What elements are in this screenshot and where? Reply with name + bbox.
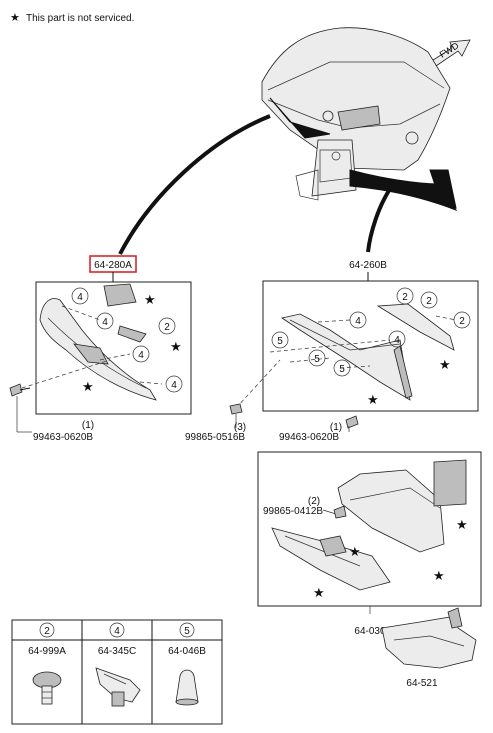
screw-glovebox-icon: [333, 505, 347, 519]
callout-2-left: 2: [158, 317, 176, 335]
clip-bracket-icon: [95, 667, 141, 707]
clip-screw-icon: [32, 671, 62, 705]
cushion-stopper-icon: [175, 669, 199, 706]
bolt-right-icon: [345, 415, 359, 429]
qty-bolt-left: (1): [82, 420, 94, 431]
legend-item-5: 5 64-046B: [168, 622, 206, 706]
part-code-64-030[interactable]: 64-030: [354, 626, 386, 637]
part-code-64-280A[interactable]: 64-280A: [94, 260, 132, 271]
star-icon: ★: [82, 379, 94, 394]
lower-panel-left-illustration: [39, 283, 157, 401]
dashboard-illustration: [261, 27, 458, 211]
svg-text:2: 2: [44, 626, 50, 637]
note-text: This part is not serviced.: [26, 13, 134, 24]
part-code-99865-0412B[interactable]: 99865-0412B: [263, 506, 323, 517]
callout-2-right-b: 2: [420, 291, 438, 309]
part-code-99463-0620B-left[interactable]: 99463-0620B: [33, 432, 93, 443]
svg-text:4: 4: [355, 316, 361, 327]
qty-bolt-right: (1): [330, 422, 342, 433]
svg-text:2: 2: [459, 316, 465, 327]
qty-screw-glovebox: (2): [308, 496, 320, 507]
callout-5-right-b: 5: [308, 349, 326, 367]
star-icon: ★: [144, 292, 156, 307]
assembly-box-glovebox: [257, 451, 482, 607]
svg-text:2: 2: [164, 322, 170, 333]
callout-4-left-a: 4: [71, 287, 89, 305]
bracket-illustration: [381, 607, 477, 669]
star-icon: ★: [10, 12, 20, 24]
star-icon: ★: [313, 585, 325, 600]
star-icon: ★: [433, 568, 445, 583]
part-code-64-521[interactable]: 64-521: [406, 678, 438, 689]
bolt-left-icon: [9, 383, 31, 397]
callout-4-right-a: 4: [349, 311, 367, 329]
svg-text:4: 4: [114, 626, 120, 637]
legend-item-4: 4 64-345C: [95, 622, 141, 707]
svg-text:5: 5: [339, 364, 345, 375]
qty-screw-right: (3): [234, 422, 246, 433]
part-code-99865-0516B[interactable]: 99865-0516B: [185, 432, 245, 443]
part-code-64-260B[interactable]: 64-260B: [349, 260, 387, 271]
star-icon: ★: [456, 517, 468, 532]
callout-4-left-d: 4: [165, 375, 183, 393]
callout-2-right-c: 2: [453, 311, 471, 329]
lower-panel-right-illustration: [280, 303, 455, 401]
svg-text:4: 4: [77, 292, 83, 303]
not-serviced-note: ★ This part is not serviced.: [10, 12, 134, 24]
svg-text:5: 5: [184, 626, 190, 637]
star-icon: ★: [170, 339, 182, 354]
leader-swoosh-left: [118, 114, 271, 255]
star-icon: ★: [367, 392, 379, 407]
legend-item-2: 2 64-999A: [28, 622, 66, 705]
callout-4-left-b: 4: [96, 312, 114, 330]
callout-2-right-a: 2: [396, 287, 414, 305]
svg-text:4: 4: [102, 317, 108, 328]
star-icon: ★: [439, 357, 451, 372]
callout-4-right-b: 4: [388, 330, 406, 348]
glovebox-illustration: [271, 459, 467, 591]
svg-text:4: 4: [394, 335, 400, 346]
callout-5-right-c: 5: [333, 359, 351, 377]
svg-text:4: 4: [138, 350, 144, 361]
callout-5-right-a: 5: [271, 331, 289, 349]
assembly-box-right: [262, 280, 479, 412]
fastener-legend-table: [11, 619, 223, 725]
legend-code-64-999A[interactable]: 64-999A: [28, 646, 66, 657]
part-code-99463-0620B-right[interactable]: 99463-0620B: [279, 432, 339, 443]
svg-text:2: 2: [426, 296, 432, 307]
legend-code-64-046B[interactable]: 64-046B: [168, 646, 206, 657]
screw-right-icon: [229, 403, 243, 415]
svg-text:5: 5: [314, 354, 320, 365]
svg-text:4: 4: [171, 380, 177, 391]
leader-swoosh-right: [366, 184, 394, 253]
svg-text:5: 5: [277, 336, 283, 347]
callout-4-left-c: 4: [132, 345, 150, 363]
fwd-arrow-icon: FWD: [429, 39, 471, 67]
svg-text:2: 2: [402, 292, 408, 303]
assembly-box-left: [35, 281, 192, 415]
legend-code-64-345C[interactable]: 64-345C: [98, 646, 136, 657]
star-icon: ★: [349, 544, 361, 559]
